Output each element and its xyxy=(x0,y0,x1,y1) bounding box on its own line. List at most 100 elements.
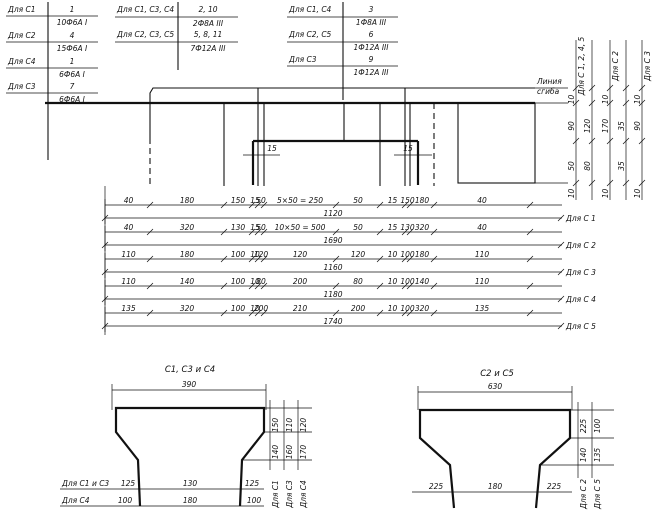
middle-table-bottom-1: 2Ф8А III xyxy=(193,19,224,28)
dim-row-label: Для С 5 xyxy=(565,322,596,331)
dim-segment: 50 xyxy=(256,223,266,232)
dim-segment: 110 xyxy=(121,250,136,259)
section-left-row1-v1: 125 xyxy=(121,479,136,488)
dim-row-label: Для С 1 xyxy=(565,214,596,223)
section-left-rdim-6: 170 xyxy=(299,445,308,460)
dim-total: 1180 xyxy=(323,290,342,299)
section-left-row2-label: Для С4 xyxy=(61,496,90,505)
dim-segment: 135 xyxy=(121,304,136,313)
middle-table-label-1: Для С1, С3, С4 xyxy=(116,5,174,14)
middle-table-top-2: 5, 8, 11 xyxy=(194,30,223,39)
dim-segment: 10 xyxy=(250,304,260,313)
right-table-bottom-3: 1Ф12А III xyxy=(354,68,390,77)
dim-segment: 120 xyxy=(293,250,308,259)
dim-segment: 15 xyxy=(388,223,398,232)
dim-segment: 150 xyxy=(400,196,415,205)
dim-segment: 120 xyxy=(254,250,269,259)
rebar-table-right: Для С1, С4 3 1Ф8А III Для С2, С5 6 1Ф12А… xyxy=(287,2,398,100)
left-table-label-4: Для С3 xyxy=(7,82,36,91)
section-right-title: С2 и С5 xyxy=(480,369,514,379)
vertical-dim-value: 80 xyxy=(583,161,592,171)
dim-segment: 100 xyxy=(231,304,246,313)
vertical-dim-value: 90 xyxy=(567,121,576,131)
dim-segment: 5×50 = 250 xyxy=(277,196,323,205)
dim-segment: 10 xyxy=(250,277,260,286)
dim-segment: 40 xyxy=(124,223,134,232)
dim-segment: 320 xyxy=(180,304,195,313)
dim-total: 1690 xyxy=(323,236,342,245)
section-left-rlabel-3: Для С4 xyxy=(299,480,308,509)
vertical-dim-value: 35 xyxy=(617,161,626,171)
dim-total: 1120 xyxy=(323,209,342,218)
section-right-rdim-1: 225 xyxy=(579,419,588,434)
vertical-dim-label: Для С 2 xyxy=(611,51,620,82)
vertical-dim-value: 90 xyxy=(633,121,642,131)
left-table-bottom-3: 6Ф6А I xyxy=(59,70,86,79)
dim-segment: 200 xyxy=(351,304,366,313)
dim-segment: 320 xyxy=(415,223,430,232)
dim-segment: 140 xyxy=(180,277,195,286)
section-right-v3: 225 xyxy=(547,482,562,491)
dim-segment: 80 xyxy=(353,277,363,286)
fold-line-label-2: сгиба xyxy=(537,87,560,96)
dim-segment: 10 xyxy=(388,250,398,259)
dim-segment: 320 xyxy=(415,304,430,313)
dim-segment: 180 xyxy=(415,196,430,205)
dim-segment: 50 xyxy=(256,196,266,205)
left-table-top-2: 4 xyxy=(70,31,75,40)
inner-dim-left: 15 xyxy=(267,144,277,153)
dim-segment: 135 xyxy=(475,304,490,313)
right-table-label-1: Для С1, С4 xyxy=(288,5,332,14)
dim-segment: 80 xyxy=(256,277,266,286)
section-right-rdim-2: 100 xyxy=(593,419,602,434)
vertical-dim-value: 35 xyxy=(617,121,626,131)
dim-segment: 15 xyxy=(250,223,260,232)
vertical-dim-value: 10 xyxy=(601,95,610,105)
dim-segment: 40 xyxy=(477,223,487,232)
dim-segment: 120 xyxy=(351,250,366,259)
dim-segment: 130 xyxy=(231,223,246,232)
section-left-row2-v1: 100 xyxy=(118,496,133,505)
left-table-bottom-1: 10Ф6А I xyxy=(57,18,88,27)
section-left-row1-v2: 130 xyxy=(183,479,198,488)
dim-segment: 110 xyxy=(121,277,136,286)
right-table-label-3: Для С3 xyxy=(288,55,317,64)
dim-segment: 200 xyxy=(293,277,308,286)
dim-segment: 15 xyxy=(250,196,260,205)
dim-segment: 40 xyxy=(124,196,134,205)
section-left-rdim-4: 140 xyxy=(271,445,280,460)
rebar-table-left: Для С1 1 10Ф6А I Для С2 4 15Ф6А I Для С4… xyxy=(6,2,98,160)
section-left-rdim-1: 150 xyxy=(271,418,280,433)
dim-row-label: Для С 2 xyxy=(565,241,596,250)
section-right-rdim-4: 135 xyxy=(593,448,602,463)
dim-segment: 100 xyxy=(231,250,246,259)
dim-segment: 10 xyxy=(250,250,260,259)
section-right: С2 и С5 630 225 100 140 135 Для С 2 Для … xyxy=(412,369,614,510)
section-left-rdim-3: 120 xyxy=(299,418,308,433)
dim-segment: 40 xyxy=(477,196,487,205)
section-left-rlabel-2: Для С3 xyxy=(285,480,294,509)
mesh-plan: 15 15 Линия сгиба xyxy=(45,77,568,186)
section-left-row2-v2: 180 xyxy=(183,496,198,505)
dim-segment: 100 xyxy=(400,277,415,286)
rebar-table-middle: Для С1, С3, С4 2, 10 2Ф8А III Для С2, С3… xyxy=(115,2,238,70)
dim-total: 1740 xyxy=(323,317,342,326)
dim-segment: 180 xyxy=(180,196,195,205)
section-right-v1: 225 xyxy=(429,482,444,491)
section-left-rdim-2: 110 xyxy=(285,418,294,433)
vertical-dim-value: 10 xyxy=(601,189,610,199)
dim-segment: 140 xyxy=(415,277,430,286)
vertical-dim-value: 10 xyxy=(567,189,576,199)
section-right-width: 630 xyxy=(488,382,503,391)
section-left-row1-label: Для С1 и С3 xyxy=(61,479,109,488)
left-table-bottom-4: 6Ф6А I xyxy=(59,95,86,104)
dim-segment: 100 xyxy=(231,277,246,286)
dim-segment: 100 xyxy=(400,304,415,313)
section-left-row1-v3: 125 xyxy=(245,479,260,488)
dim-segment: 10 xyxy=(388,304,398,313)
left-table-label-1: Для С1 xyxy=(7,5,36,14)
section-left-row2-v3: 100 xyxy=(247,496,262,505)
dim-segment: 50 xyxy=(353,223,363,232)
vertical-dim-value: 10 xyxy=(633,95,642,105)
